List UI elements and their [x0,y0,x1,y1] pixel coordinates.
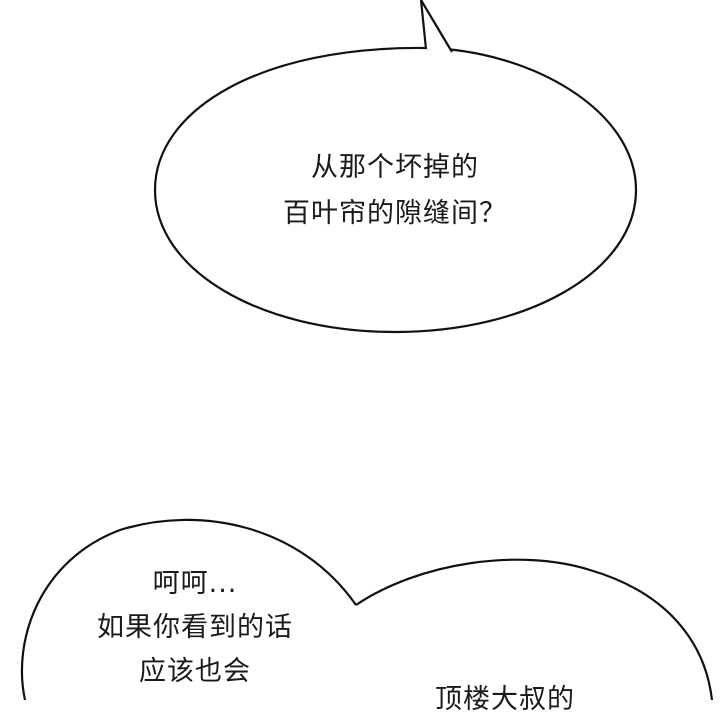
speech-line: 百叶帘的隙缝间？ [283,198,507,229]
speech-line: 如果你看到的话 [97,612,293,643]
speech-text-bottom-right: 顶楼大叔的 [405,680,605,720]
speech-line: 从那个坏掉的 [311,152,479,183]
comic-panel: 从那个坏掉的 百叶帘的隙缝间？ 呵呵... 如果你看到的话 应该也会 顶楼大叔的 [20,0,714,715]
speech-bubble-bottom-left [20,518,357,700]
speech-line: 顶楼大叔的 [435,684,575,715]
speech-text-bottom-left: 呵呵... 如果你看到的话 应该也会 [55,562,335,694]
speech-line: 应该也会 [139,656,251,687]
speech-bubbles-graphic [20,0,714,700]
speech-text-top: 从那个坏掉的 百叶帘的隙缝间？ [240,145,550,237]
speech-bubble-top [153,0,638,334]
speech-bubble-bottom-right [355,558,714,700]
speech-line: 呵呵... [152,568,238,599]
